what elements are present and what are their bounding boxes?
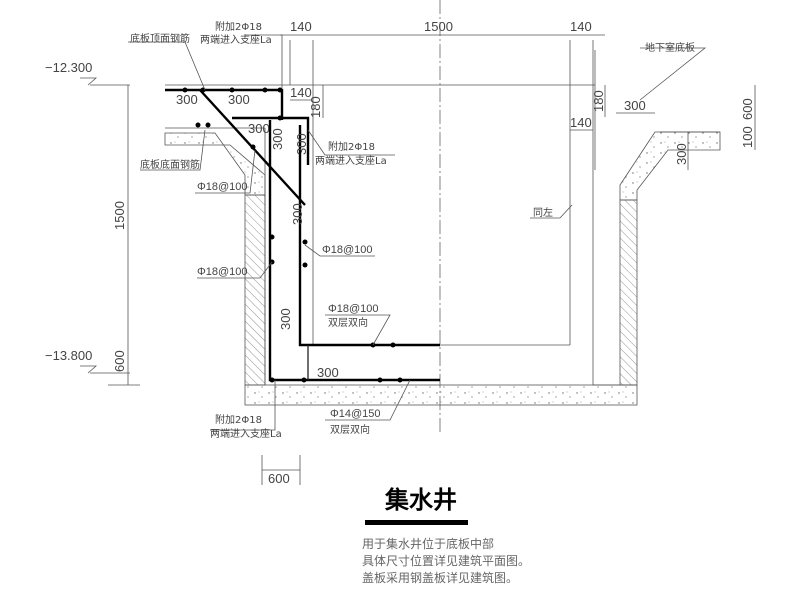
leader-lines xyxy=(128,34,707,431)
dim-inner-140-right: 140 xyxy=(570,115,592,130)
dim-inner-180-right: 180 xyxy=(591,90,606,112)
drawing-title: 集水井 xyxy=(384,486,457,514)
title-underline xyxy=(365,520,468,525)
label-rebar-b: Φ18@100 xyxy=(197,266,248,278)
elevation-top: −12.300 xyxy=(45,60,92,75)
label-extra-mid-2: 两端进入支座La xyxy=(315,154,387,167)
dim-inner-140-left: 140 xyxy=(290,85,312,100)
elevation-bottom: −13.800 xyxy=(45,348,92,363)
dim-wall-300: 300 xyxy=(290,203,305,225)
label-extra-top-2: 两端进入支座La xyxy=(200,33,272,46)
dim-left-1500: 1500 xyxy=(112,201,127,230)
description-line-1: 用于集水井位于底板中部 xyxy=(362,536,494,551)
dim-wall-300-b: 300 xyxy=(278,308,293,330)
label-extra-bot-1: 附加2Φ18 xyxy=(215,413,262,426)
rebar-dots xyxy=(182,87,403,383)
left-soil-hatch xyxy=(244,194,266,386)
dim-top-1500: 1500 xyxy=(424,19,453,34)
description-line-2: 具体尺寸位置详见建筑平面图。 xyxy=(362,553,530,568)
description-line-3: 盖板采用钢盖板详见建筑图。 xyxy=(362,570,518,585)
label-slab-bottom-rebar: 底板底面钢筋 xyxy=(140,158,200,171)
dim-left-600: 600 xyxy=(112,350,127,372)
right-soil-hatch xyxy=(619,199,638,386)
dim-inner-300-right: 300 xyxy=(624,98,646,113)
dim-right-100: 100 xyxy=(740,126,755,148)
dim-top-300-b: 300 xyxy=(228,92,250,107)
dim-mid-300-v2: 300 xyxy=(294,133,309,155)
label-basement-slab: 地下室底板 xyxy=(645,41,695,54)
dim-top-300-a: 300 xyxy=(176,92,198,107)
label-extra-bot-2: 两端进入支座La xyxy=(210,427,282,440)
dim-mid-300-h: 300 xyxy=(248,121,270,136)
dim-bottom-600: 600 xyxy=(268,471,290,486)
label-rebar-e: Φ14@150 xyxy=(330,408,381,420)
dim-floor-300: 300 xyxy=(317,365,339,380)
dim-top-140-right: 140 xyxy=(570,19,592,34)
label-rebar-a: Φ18@100 xyxy=(197,181,248,193)
right-cushion xyxy=(619,131,721,201)
label-rebar-e-note: 双层双向 xyxy=(330,423,370,436)
dim-mid-300-v: 300 xyxy=(270,128,285,150)
label-rebar-d-note: 双层双向 xyxy=(328,316,368,329)
label-rebar-d: Φ18@100 xyxy=(328,303,379,315)
label-slab-top-rebar: 底板顶面钢筋 xyxy=(130,32,190,45)
dim-inner-180-left: 180 xyxy=(308,96,323,118)
dimension-lines xyxy=(80,34,756,485)
bottom-cushion xyxy=(244,384,638,406)
label-extra-top-1: 附加2Φ18 xyxy=(215,20,262,33)
dim-right-300: 300 xyxy=(674,143,689,165)
dim-right-600: 600 xyxy=(740,98,755,120)
label-extra-mid-1: 附加2Φ18 xyxy=(328,140,375,153)
label-rebar-c: Φ18@100 xyxy=(322,244,373,256)
dim-top-140-left: 140 xyxy=(290,19,312,34)
label-same-left: 同左 xyxy=(533,206,553,219)
